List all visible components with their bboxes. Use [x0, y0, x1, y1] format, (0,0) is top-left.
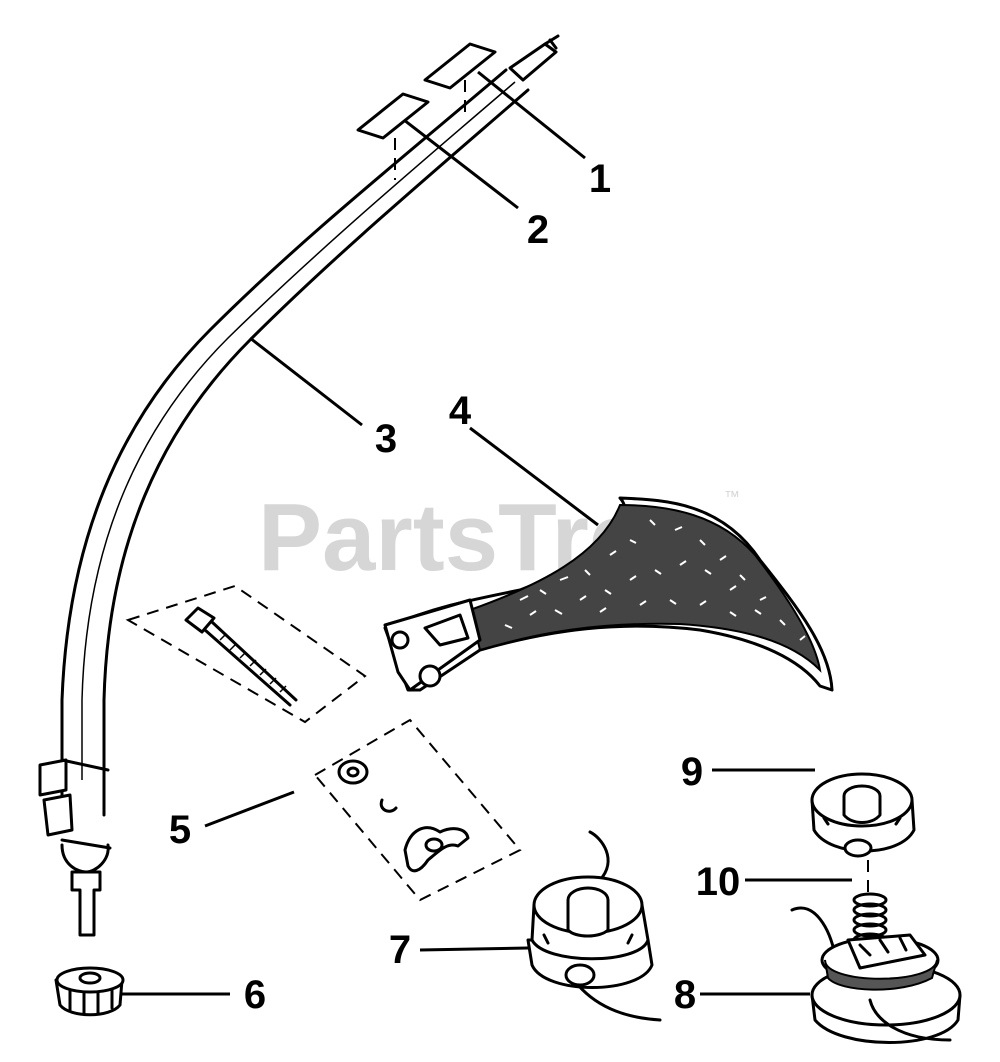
callout-4[interactable]: 4 [449, 389, 472, 433]
decal-icon[interactable] [423, 42, 497, 120]
watermark-tm: ™ [724, 489, 740, 506]
spool-icon[interactable] [790, 906, 962, 1044]
leader-lines [120, 70, 852, 996]
callout-2[interactable]: 2 [527, 208, 549, 252]
knob-icon[interactable] [54, 966, 125, 1017]
callout-8[interactable]: 8 [674, 973, 696, 1017]
callout-7[interactable]: 7 [389, 928, 411, 972]
spool-head-icon[interactable] [526, 830, 662, 1022]
callout-10[interactable]: 10 [696, 860, 741, 904]
cover-icon[interactable] [810, 772, 916, 900]
curved-shaft-icon[interactable] [38, 34, 560, 937]
callout-6[interactable]: 6 [244, 973, 266, 1017]
callout-5[interactable]: 5 [169, 808, 191, 852]
callout-1[interactable]: 1 [589, 157, 611, 201]
bolt-washer-wingnut-icon[interactable] [125, 584, 522, 902]
decal-icon[interactable] [356, 92, 430, 180]
callout-3[interactable]: 3 [375, 417, 397, 461]
shield-icon[interactable] [383, 496, 834, 692]
callout-9[interactable]: 9 [681, 750, 703, 794]
